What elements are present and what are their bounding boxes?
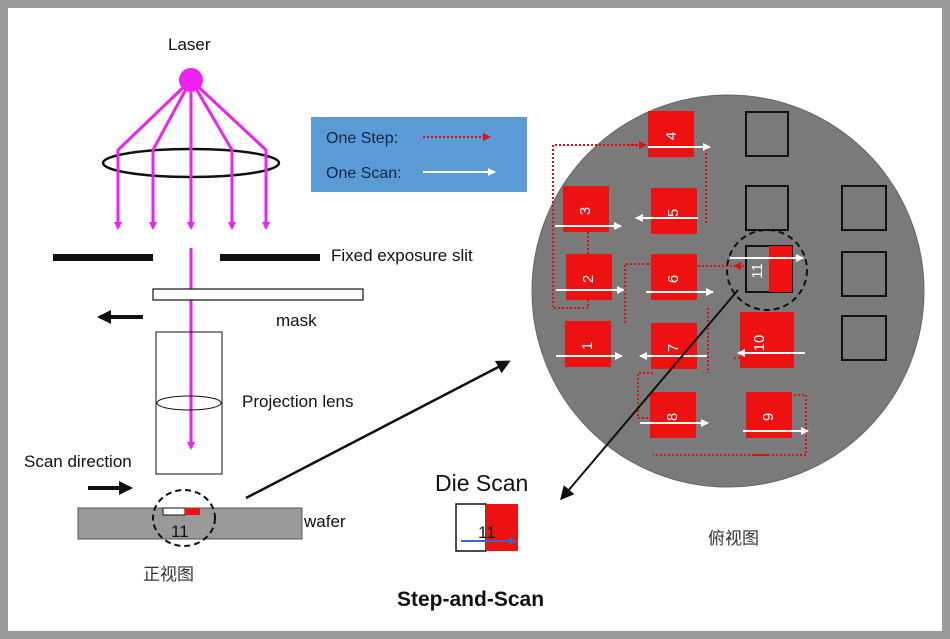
exposed-dies: 4 3 5 2 6 1 7 10 8 9 xyxy=(563,111,794,438)
diagram-title: Step-and-Scan xyxy=(397,588,544,611)
mask xyxy=(152,288,364,301)
die-1-number: 1 xyxy=(579,342,596,350)
projection-lens-element xyxy=(156,395,222,411)
projection-lens xyxy=(155,331,223,475)
top-view: 4 3 5 2 6 1 7 10 8 9 11 xyxy=(531,94,925,549)
diagram-frame: Laser Fixed exposure slit mask Projectio… xyxy=(8,8,942,631)
die-9-number: 9 xyxy=(760,413,777,421)
die-8-number: 8 xyxy=(664,413,681,421)
laser-beams xyxy=(114,78,270,450)
die-scan-number: 11 xyxy=(478,523,496,542)
side-view-caption: 正视图 xyxy=(143,565,194,585)
die-10 xyxy=(740,312,794,368)
die-4 xyxy=(648,111,694,157)
die-10-number: 10 xyxy=(751,335,768,352)
die-3 xyxy=(563,186,609,232)
die-5 xyxy=(651,188,697,234)
slit-left xyxy=(53,254,153,261)
zoom-arrow xyxy=(245,360,511,500)
die-8 xyxy=(650,392,696,438)
mask-label: mask xyxy=(276,311,317,330)
legend-scan-label: One Scan: xyxy=(326,165,402,182)
legend-step-label: One Step: xyxy=(326,130,398,147)
die-4-number: 4 xyxy=(663,132,680,140)
die-2-number: 2 xyxy=(580,275,597,283)
die-6-number: 6 xyxy=(665,275,682,283)
wafer-label: wafer xyxy=(303,512,346,531)
die-11-exposed-part xyxy=(769,246,792,292)
step-and-scan-diagram: Laser Fixed exposure slit mask Projectio… xyxy=(24,35,925,611)
laser-label: Laser xyxy=(168,35,211,54)
wafer-top xyxy=(531,94,925,488)
scan-arrows xyxy=(555,143,809,435)
die-5-number: 5 xyxy=(665,209,682,217)
legend-box xyxy=(311,117,527,192)
die-scan: Die Scan 11 xyxy=(435,470,528,552)
slit-right xyxy=(220,254,320,261)
lens-label: Projection lens xyxy=(242,392,354,411)
legend: One Step: One Scan: xyxy=(311,117,527,192)
die-3-number: 3 xyxy=(577,207,594,215)
slit-label: Fixed exposure slit xyxy=(331,246,473,265)
die-7-number: 7 xyxy=(665,344,682,352)
scan-direction-label: Scan direction xyxy=(24,452,132,471)
die-highlight-circle xyxy=(152,489,216,547)
unexposed-dies xyxy=(745,111,887,361)
exposed-area xyxy=(162,507,186,516)
die-11-number: 11 xyxy=(749,263,766,279)
current-die-circle xyxy=(726,229,808,311)
die-scan-pointer xyxy=(560,289,739,501)
exposing-area xyxy=(185,508,200,515)
die-scan-unexposed xyxy=(455,503,487,552)
die-scan-label: Die Scan xyxy=(435,470,528,496)
step-path xyxy=(552,144,807,456)
top-view-caption: 俯视图 xyxy=(708,529,759,549)
die-2 xyxy=(566,254,612,300)
die-1 xyxy=(565,321,611,367)
side-die-number: 11 xyxy=(171,522,189,541)
side-view: Laser Fixed exposure slit mask Projectio… xyxy=(24,35,511,585)
